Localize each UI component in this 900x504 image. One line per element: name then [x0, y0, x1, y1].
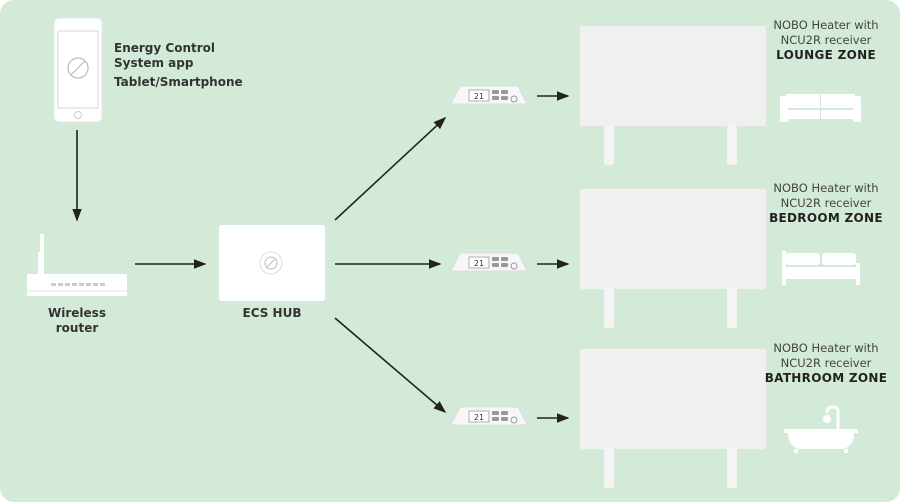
heater-leg: [604, 288, 614, 328]
heater-leg: [727, 448, 737, 488]
heater-leg: [604, 125, 614, 165]
thermostat-icon: 21: [450, 252, 528, 272]
zone-name: BATHROOM ZONE: [764, 371, 888, 385]
router-label: Wireless router: [27, 306, 127, 336]
arrow-hub-to-lounge: [334, 116, 447, 221]
nobo-heater-bedroom: [579, 188, 767, 290]
app-label-line1: Energy Control: [114, 41, 215, 55]
heater-leg: [604, 448, 614, 488]
ecs-hub-device: [219, 225, 325, 301]
app-label-line3: Tablet/Smartphone: [114, 75, 243, 89]
zone-label-line1: NOBO Heater with: [773, 181, 879, 195]
sofa-icon: [780, 94, 861, 122]
smartphone-icon: [53, 17, 103, 123]
bathtub-icon: [784, 405, 858, 453]
zone-label-line1: NOBO Heater with: [773, 341, 879, 355]
thermostat-temp: 21: [474, 259, 484, 268]
zone-label-lounge: NOBO Heater with NCU2R receiver LOUNGE Z…: [756, 18, 896, 63]
zone-label-line1: NOBO Heater with: [773, 18, 879, 32]
thermostat-icon: 21: [450, 85, 528, 105]
wireless-router-icon: [27, 234, 127, 296]
zone-label-line2: NCU2R receiver: [780, 356, 872, 370]
zone-label-bathroom: NOBO Heater with NCU2R receiver BATHROOM…: [756, 341, 896, 386]
zone-name: BEDROOM ZONE: [769, 211, 883, 225]
router-label-line2: router: [55, 321, 99, 335]
heater-leg: [727, 125, 737, 165]
bed-icon: [782, 251, 860, 285]
zone-label-line2: NCU2R receiver: [780, 196, 872, 210]
router-label-line1: Wireless: [48, 306, 106, 320]
app-label: Energy Control System app Tablet/Smartph…: [114, 41, 243, 90]
app-label-line2: System app: [114, 56, 194, 70]
nobo-heater-lounge: [579, 25, 767, 127]
nobo-heater-bathroom: [579, 348, 767, 450]
heater-leg: [727, 288, 737, 328]
thermostat-icon: 21: [450, 406, 528, 426]
zone-label-bedroom: NOBO Heater with NCU2R receiver BEDROOM …: [756, 181, 896, 226]
thermostat-temp: 21: [474, 413, 484, 422]
hub-label: ECS HUB: [242, 306, 302, 320]
arrow-hub-to-bathroom: [334, 317, 447, 414]
thermostat-temp: 21: [474, 92, 484, 101]
zone-label-line2: NCU2R receiver: [780, 33, 872, 47]
zone-name: LOUNGE ZONE: [776, 48, 876, 62]
